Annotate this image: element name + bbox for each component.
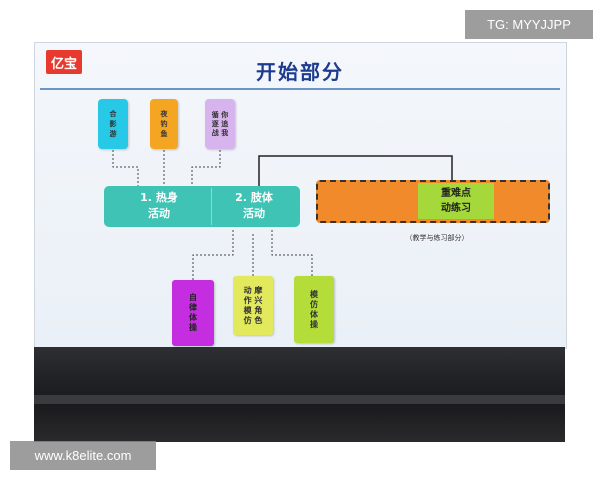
connector-sub1 [192,228,234,280]
block-divider [211,188,212,225]
key-practice-note: （教学与练习部分） [405,234,469,242]
connector-key [258,155,453,186]
projector-band [34,395,565,404]
connector-tag3 [191,150,221,186]
sub-tag-1: 自 律 体 操 [172,280,214,346]
slide-title: 开始部分 [256,60,344,84]
sub-tag-2: 动 摩 作 兴 模 角 仿 色 [233,276,273,335]
projector-screen-bottom [34,347,565,442]
tag-game-3: 循 你 逐 追 战 我 [205,99,235,149]
watermark-top: TG: MYYJJPP [465,10,593,39]
logo: 亿宝 [46,50,82,74]
connector-sub3 [271,228,313,276]
title-underline [40,88,560,90]
tag-game-1: 合 影 游 [98,99,128,149]
connector-tag1 [112,150,139,186]
warmup-label: 1. 热身 活动 [140,191,178,220]
sub-tag-3: 模 仿 体 操 [294,276,334,343]
tag-game-2: 夜 钓 鱼 [150,99,178,149]
key-practice-label: 重难点 动练习 [418,183,494,219]
warmup-block [104,186,300,227]
watermark-bottom: www.k8elite.com [10,441,156,470]
limbs-label: 2. 肢体 活动 [235,191,273,220]
